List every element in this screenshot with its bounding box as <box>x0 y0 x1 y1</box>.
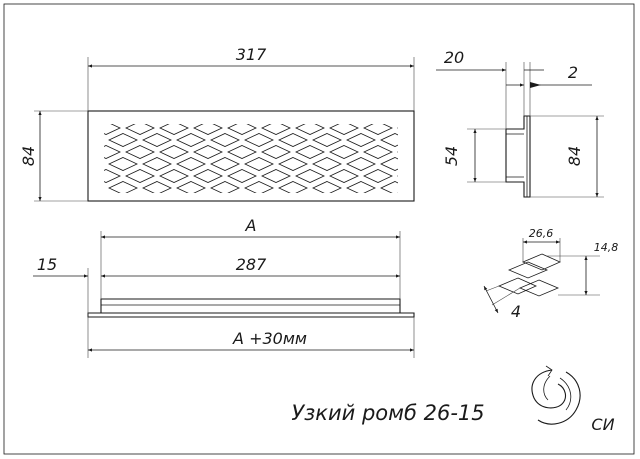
grille-opening <box>159 169 189 183</box>
grille-opening <box>278 133 308 147</box>
flange-label: 2 <box>568 63 578 82</box>
cell-height-label: 14,8 <box>594 241 619 254</box>
grille-opening <box>346 181 376 193</box>
grille-opening <box>415 182 443 195</box>
grille-opening <box>125 124 155 135</box>
grille-opening <box>312 133 342 147</box>
grille-opening <box>397 175 398 177</box>
variable-label: A <box>245 216 257 235</box>
plan-view: A 287 15 A +30мм <box>33 216 415 358</box>
plan-body <box>100 298 401 314</box>
grille-opening <box>363 124 393 135</box>
logo-text: СИ <box>591 415 614 434</box>
grille-opening <box>104 145 121 159</box>
grille-opening <box>380 133 398 147</box>
frame-width-label: 317 <box>236 45 267 64</box>
grille-opening <box>193 169 223 183</box>
cell-width-label: 26,6 <box>529 227 554 240</box>
grille-opening <box>58 122 86 135</box>
grille-opening <box>415 134 443 147</box>
side-profile <box>505 115 531 198</box>
frame-height-label: 84 <box>19 146 38 166</box>
grille-opening <box>104 124 121 135</box>
rib-label: 4 <box>511 302 521 321</box>
grille-opening <box>75 182 103 195</box>
grille-opening <box>329 169 359 183</box>
grille-opening <box>227 145 257 159</box>
depth-label: 20 <box>444 48 464 67</box>
grille-opening <box>261 169 291 183</box>
grille-opening <box>58 146 86 159</box>
inner-width-label: 287 <box>236 255 267 274</box>
grille-opening <box>278 181 308 193</box>
grille-opening <box>75 158 103 171</box>
grille-opening <box>261 124 291 135</box>
grille-opening <box>312 157 342 171</box>
grille-opening <box>176 157 206 171</box>
grille-opening <box>295 169 325 183</box>
grille-opening <box>58 170 86 183</box>
grille-opening <box>142 133 172 147</box>
grille-opening <box>108 133 138 147</box>
rib-dimension-line <box>483 285 499 314</box>
grille-opening <box>227 124 257 135</box>
grille-opening <box>159 145 189 159</box>
grille-opening <box>329 124 359 135</box>
grille-opening <box>176 133 206 147</box>
grille-opening <box>363 145 393 159</box>
grille-opening <box>210 157 240 171</box>
grille-opening <box>108 157 138 171</box>
cell-detail: 26,6 14,8 4 <box>483 227 619 321</box>
grille-opening <box>142 157 172 171</box>
frame-outline <box>87 110 415 202</box>
grille-opening <box>397 127 398 129</box>
grille-opening <box>193 145 223 159</box>
diamond-grille <box>58 122 443 195</box>
swirl-logo-icon: СИ <box>531 365 615 434</box>
drawing-border <box>3 3 635 455</box>
grille-opening <box>244 181 274 193</box>
grille-opening <box>104 169 121 183</box>
grille-opening <box>227 169 257 183</box>
grille-opening <box>380 157 398 171</box>
grille-opening <box>125 145 155 159</box>
grille-opening <box>380 181 398 193</box>
grille-opening <box>295 145 325 159</box>
grille-opening <box>363 169 393 183</box>
grille-opening <box>346 133 376 147</box>
grille-opening <box>312 181 342 193</box>
front-view: 317 84 <box>19 45 443 202</box>
grille-opening <box>142 181 172 193</box>
grille-opening <box>415 158 443 171</box>
grille-opening <box>125 169 155 183</box>
grille-opening <box>244 157 274 171</box>
plan-flange <box>87 312 415 318</box>
grille-opening <box>210 133 240 147</box>
grille-opening <box>75 134 103 147</box>
grille-opening <box>295 124 325 135</box>
grille-opening <box>176 181 206 193</box>
outer-height-label: 84 <box>565 146 584 166</box>
grille-opening <box>159 124 189 135</box>
grille-opening <box>329 145 359 159</box>
grille-opening <box>244 133 274 147</box>
side-view: 20 2 54 84 <box>436 48 604 198</box>
overall-label: A +30мм <box>232 329 307 348</box>
grille-opening <box>210 181 240 193</box>
grille-opening <box>346 157 376 171</box>
grille-opening <box>193 124 223 135</box>
grille-opening <box>261 145 291 159</box>
grille-opening <box>278 157 308 171</box>
inner-height-label: 54 <box>442 146 461 166</box>
product-title: Узкий ромб 26-15 <box>291 401 484 425</box>
offset-label: 15 <box>37 255 57 274</box>
grille-opening <box>397 151 398 153</box>
grille-opening <box>108 181 138 193</box>
